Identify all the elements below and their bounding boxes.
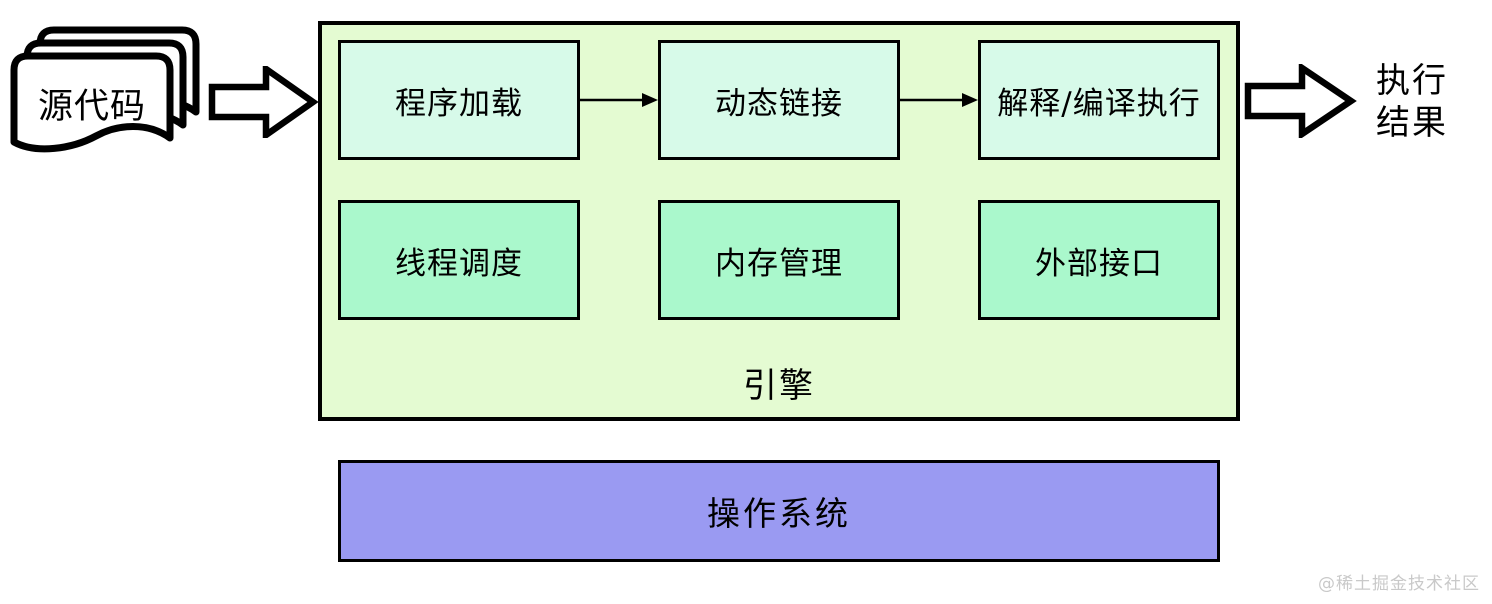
pipeline-box-program-load: 程序加载 (338, 40, 580, 160)
service-box-label: 线程调度 (395, 245, 523, 282)
service-box-label: 内存管理 (715, 245, 843, 282)
execution-result-label: 执行 结果 (1376, 60, 1486, 144)
service-box-thread-scheduling: 线程调度 (338, 200, 580, 320)
document-stack-icon: 源代码 (10, 26, 200, 153)
execution-result-line-1: 执行 (1376, 61, 1448, 101)
pipeline-box-label: 解释/编译执行 (997, 85, 1201, 122)
service-box-external-interface: 外部接口 (978, 200, 1220, 320)
thin-right-arrow-icon (900, 93, 978, 107)
watermark: @稀土掘金技术社区 (1318, 574, 1480, 594)
engine-container: 程序加载 动态链接 解释/编译执行 线程调度 内存管理 外部接口 引擎 (318, 21, 1240, 421)
service-box-memory-management: 内存管理 (658, 200, 900, 320)
os-bar-label: 操作系统 (707, 494, 851, 533)
execution-result-line-2: 结果 (1376, 103, 1448, 143)
pipeline-box-label: 程序加载 (395, 85, 523, 122)
input-right-block-arrow-icon (208, 66, 319, 138)
engine-label: 引擎 (743, 366, 815, 406)
pipeline-box-interpret-compile-execute: 解释/编译执行 (978, 40, 1220, 160)
output-right-block-arrow-icon (1244, 64, 1357, 138)
service-box-label: 外部接口 (1035, 245, 1163, 282)
thin-right-arrow-icon (580, 93, 658, 107)
source-code-label: 源代码 (38, 87, 146, 127)
pipeline-box-dynamic-link: 动态链接 (658, 40, 900, 160)
pipeline-box-label: 动态链接 (715, 85, 843, 122)
os-bar: 操作系统 (338, 460, 1220, 562)
